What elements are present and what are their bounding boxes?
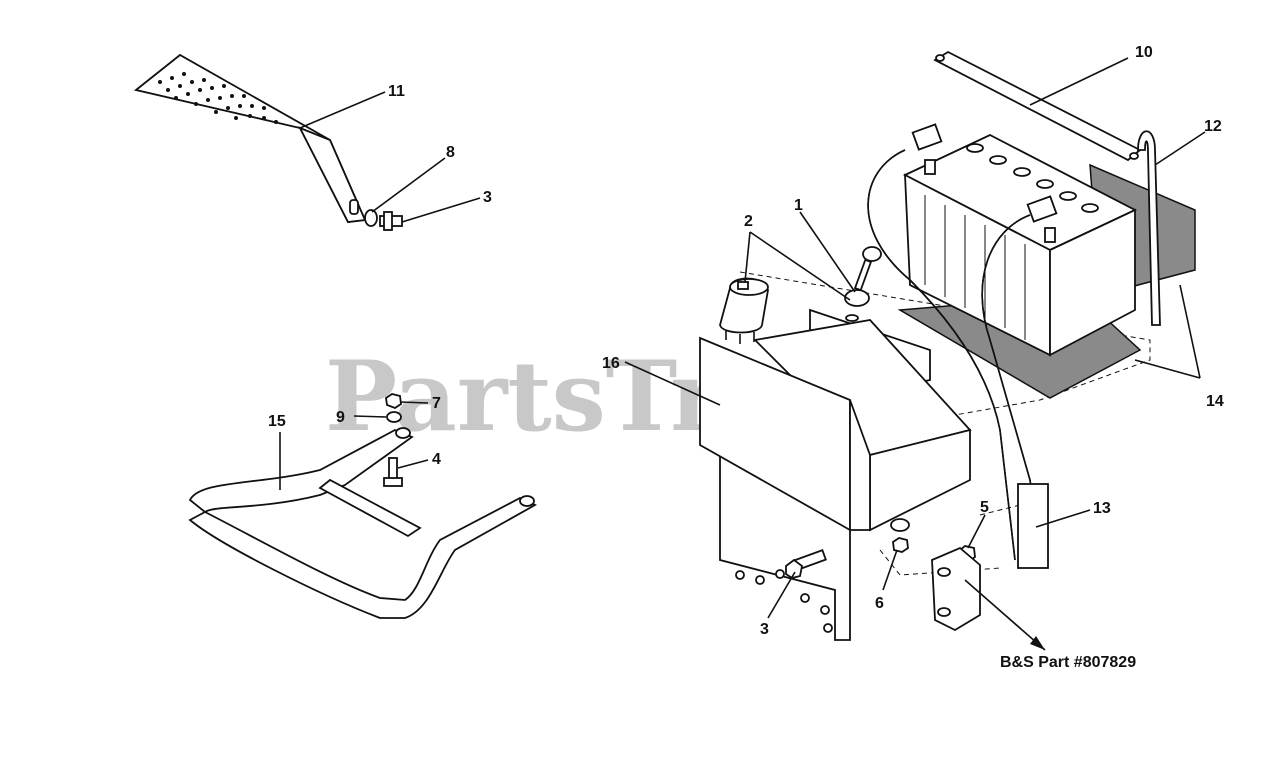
clamp-bracket[interactable]	[931, 546, 981, 632]
part-15-tube-bracket[interactable]	[188, 427, 537, 619]
part-4-bolt[interactable]	[383, 457, 403, 487]
callout-16[interactable]: 16	[602, 355, 620, 372]
callout-11[interactable]: 11	[388, 83, 405, 100]
leader-lines	[279, 57, 1206, 651]
assembly-dashed-guides	[739, 271, 1151, 576]
part-12-j-bolt[interactable]	[1137, 130, 1161, 326]
callout-8[interactable]: 8	[446, 144, 455, 161]
callout-4[interactable]: 4	[432, 451, 441, 468]
callout-6[interactable]: 6	[875, 595, 884, 612]
callout-14[interactable]: 14	[1206, 393, 1224, 410]
battery[interactable]	[902, 133, 1138, 357]
part-13-battery-cables[interactable]	[867, 123, 1058, 569]
part-3-bolt-lower[interactable]	[785, 549, 827, 579]
callout-5[interactable]: 5	[980, 499, 989, 516]
part-3-bolt-upper[interactable]	[379, 211, 403, 231]
part-8-washer[interactable]	[364, 209, 378, 227]
callout-3-lower[interactable]: 3	[760, 621, 769, 638]
part-7-nut[interactable]	[385, 393, 402, 410]
part-1-ignition-switch-key[interactable]	[844, 246, 882, 322]
part-6-nut[interactable]	[890, 518, 910, 553]
callout-12[interactable]: 12	[1204, 118, 1222, 135]
callout-2[interactable]: 2	[744, 213, 753, 230]
callout-9[interactable]: 9	[336, 409, 345, 426]
callout-15[interactable]: 15	[268, 413, 286, 430]
callout-3-upper[interactable]: 3	[483, 189, 492, 206]
callout-7[interactable]: 7	[432, 395, 441, 412]
callout-10[interactable]: 10	[1135, 44, 1153, 61]
part-11-step-plate[interactable]	[133, 53, 367, 223]
part-9-lockwasher[interactable]	[386, 411, 402, 423]
part-10-hold-down-strap[interactable]	[933, 50, 1142, 162]
part-16-battery-tray[interactable]	[699, 308, 972, 641]
part-2-solenoid[interactable]	[719, 277, 769, 344]
callout-13[interactable]: 13	[1093, 500, 1111, 517]
callout-labels: 11 8 3 10 12 1 2 16 14 13 5 6 3 7 9 4 15	[268, 44, 1224, 638]
bs-part-number-note: B&S Part #807829	[1000, 654, 1136, 671]
callout-1[interactable]: 1	[794, 197, 803, 214]
